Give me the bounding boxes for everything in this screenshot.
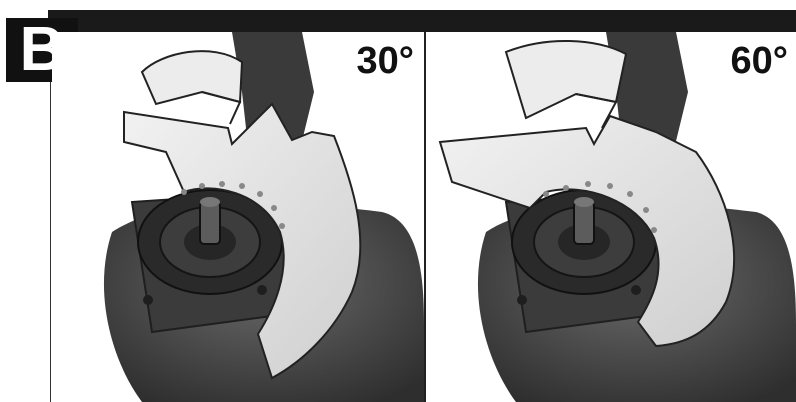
margin-rule [50,32,51,402]
panel-divider [424,32,426,402]
angle-label: 30° [356,40,414,82]
grinder-guard-30-illustration [103,32,424,402]
angle-label: 60° [730,40,788,82]
spindle [199,201,221,245]
header-bar [48,10,796,32]
spindle [573,201,595,245]
guard [438,114,735,348]
panel-60-degrees: 60° [426,32,796,402]
panel-30-degrees: 30° [52,32,424,402]
grinder-guard-60-illustration [438,32,796,402]
guard [123,102,362,380]
